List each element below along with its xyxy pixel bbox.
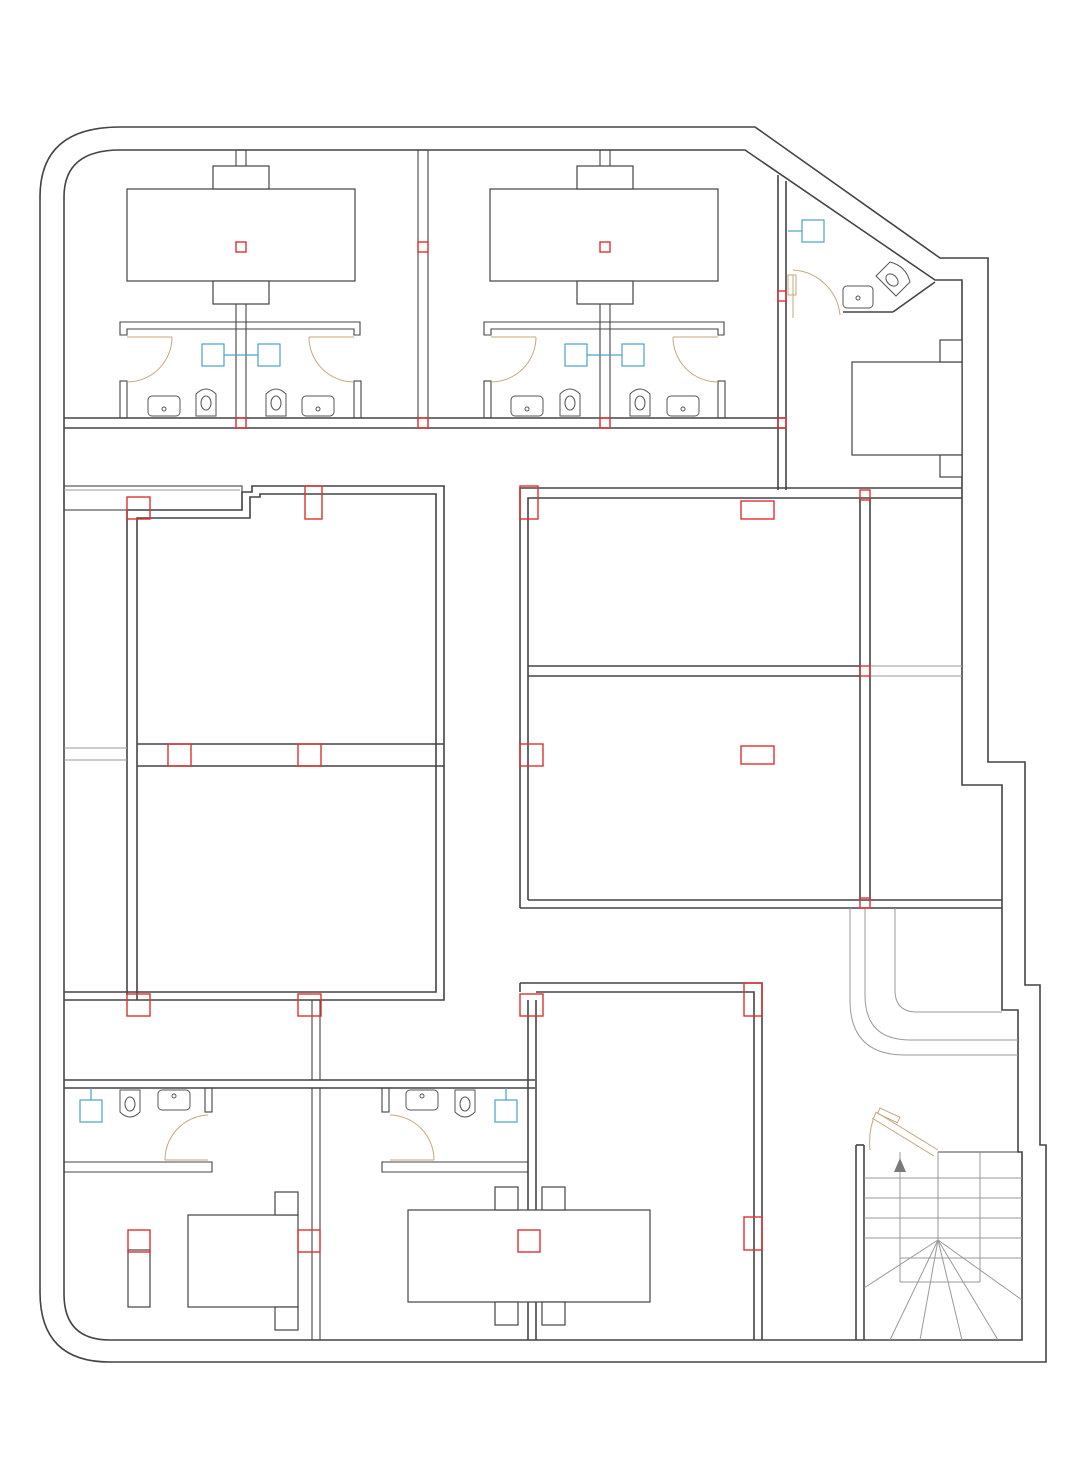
nightstand [212,280,270,305]
staircase [855,1107,1023,1341]
door-swing-icon[interactable] [164,1114,209,1161]
door-swing-icon[interactable] [308,336,355,383]
toilet-icon [195,388,217,417]
toilet-icon [119,1089,141,1118]
toilet-icon [559,388,581,417]
bottom-beds [127,1186,651,1331]
sink-icon [510,395,544,417]
top-beds [126,165,719,305]
nightstand [274,1306,299,1331]
bed [187,1214,299,1308]
ramp [849,908,1018,1056]
sink-icon [842,285,874,309]
door-swing-icon[interactable] [490,336,537,383]
toilet-icon [629,388,651,417]
door-swing-icon[interactable] [389,1114,435,1161]
cabinet-handle [939,339,963,363]
outer-walls [39,126,1047,1363]
toilet-icon [454,1089,476,1118]
nightstand [576,280,634,305]
water-heater-icon [79,1099,103,1123]
nightstand [494,1186,519,1211]
toilet-icon [265,388,287,417]
middle-right-rooms [519,487,1002,909]
water-heater-icon [494,1099,518,1123]
water-heater-icon [564,343,588,367]
bed [489,188,719,282]
nightstand [494,1301,519,1326]
door-swing-icon[interactable] [672,336,719,383]
toilet-icon [875,261,911,297]
cabinet-handle [939,454,963,478]
nightstand [576,165,634,190]
door-swing-icon[interactable] [869,1107,939,1157]
water-heater-icon [621,343,645,367]
top-fixtures [147,388,700,417]
nightstand [541,1186,566,1211]
top-bathrooms [119,321,726,419]
bottom-fixtures [79,1088,518,1161]
sink-icon [405,1089,439,1111]
sink-icon [157,1089,191,1111]
bed [407,1209,651,1303]
bench [127,1249,151,1308]
cabinet [851,361,963,456]
water-heater-icon [801,219,825,243]
bed [126,188,356,282]
columns [126,241,871,1253]
service-bathroom [787,219,963,478]
sink-icon [147,395,181,417]
top-water-heaters [201,343,645,367]
arrow-up-icon [894,1158,906,1172]
top-bath-doors [126,336,719,383]
nightstand [541,1301,566,1326]
water-heater-icon [201,343,225,367]
sink-icon [301,395,335,417]
nightstand [212,165,270,190]
nightstand [274,1191,299,1216]
water-heater-icon [257,343,281,367]
sink-icon [666,395,700,417]
door-swing-icon[interactable] [126,336,173,383]
door-swing-icon[interactable] [787,269,841,318]
middle-left-rooms [63,485,445,1001]
